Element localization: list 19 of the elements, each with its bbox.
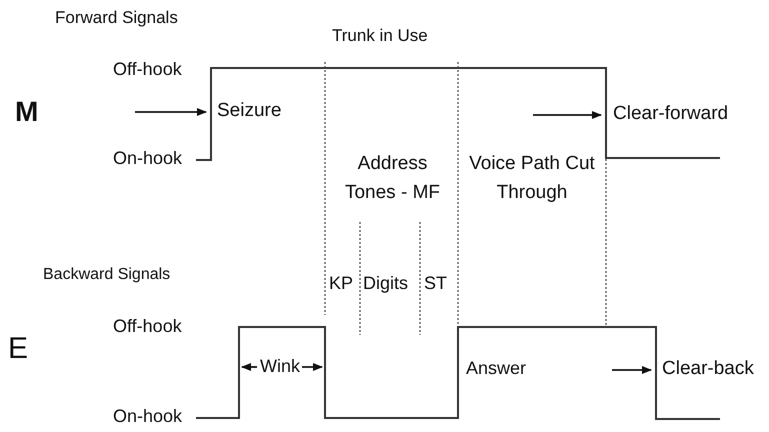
signal-label: Clear-back: [662, 358, 754, 380]
phase-label: ST: [424, 273, 448, 294]
signal-label: Seizure: [217, 100, 282, 122]
signal-label: Answer: [466, 358, 526, 379]
level-label: Off-hook: [113, 59, 182, 80]
signal-label: Clear-forward: [613, 103, 728, 125]
phase-label: Address Tones - MF: [344, 152, 442, 206]
lead-letter: E: [8, 332, 28, 366]
phase-label: Voice Path Cut Through: [468, 152, 596, 206]
phase-label: Trunk in Use: [332, 26, 428, 46]
signal-label: Wink: [260, 356, 300, 377]
level-label: On-hook: [113, 406, 182, 427]
phase-label: KP: [329, 273, 354, 294]
level-label: On-hook: [113, 148, 182, 169]
phase-label: Digits: [363, 273, 408, 294]
level-label: Off-hook: [113, 316, 182, 337]
lead-letter: M: [15, 96, 38, 128]
section-heading: Backward Signals: [43, 266, 170, 284]
section-heading: Forward Signals: [55, 8, 178, 28]
